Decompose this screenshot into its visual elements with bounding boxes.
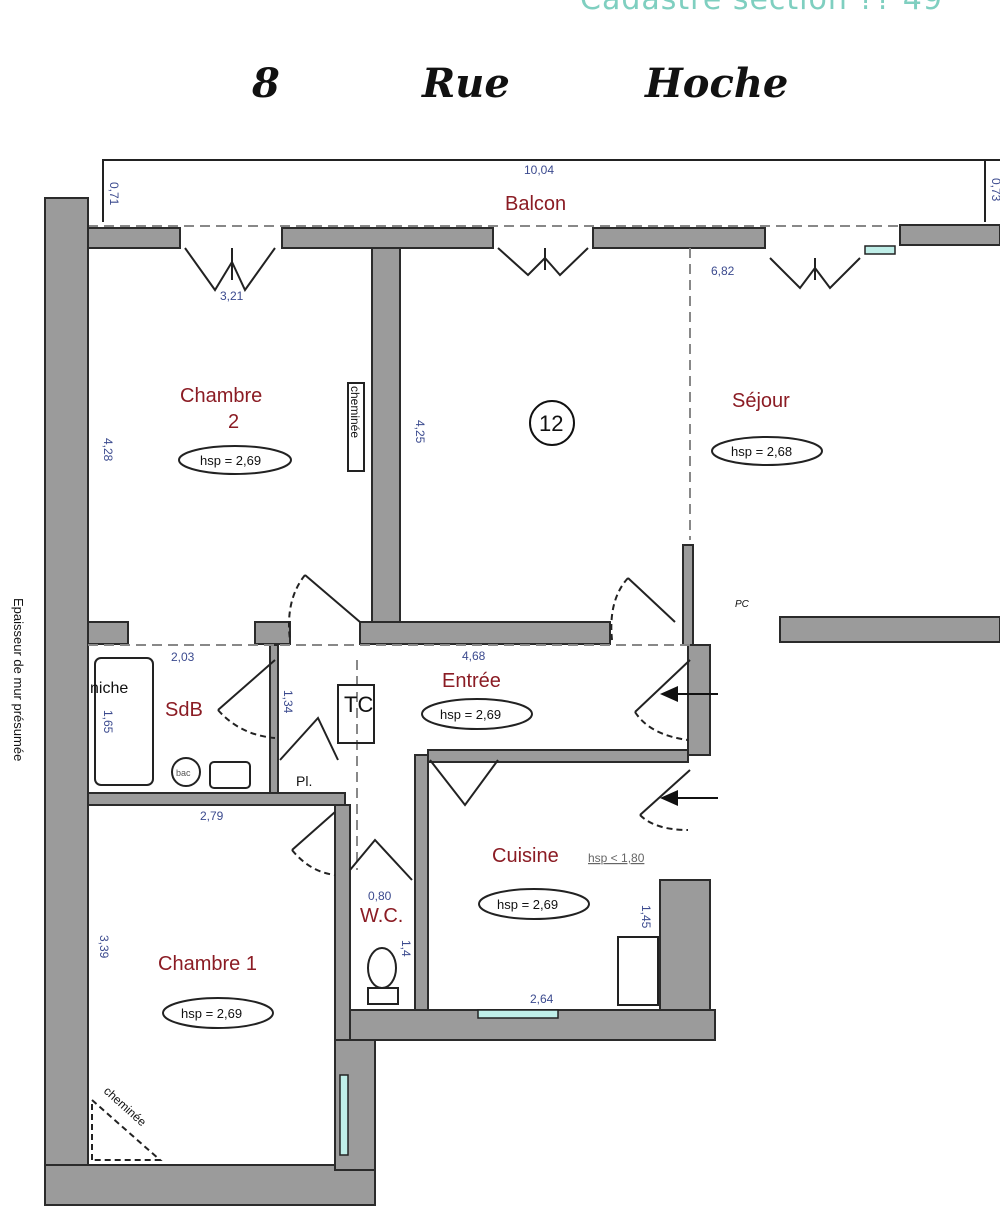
tc-box xyxy=(337,684,375,744)
apartment-number-circle xyxy=(529,400,575,446)
hsp-entree: hsp = 2,69 xyxy=(440,707,501,722)
hsp-oval-cuisine xyxy=(478,888,590,920)
dim-sdb-width: 2,03 xyxy=(171,650,195,664)
cheminee-bottom xyxy=(91,1097,163,1161)
dim-chambre2-depth: 4,28 xyxy=(101,438,115,462)
dim-balcon-depth-left: 0,71 xyxy=(107,182,121,206)
dim-entree-depth: 1,34 xyxy=(281,690,295,714)
pc-label: PC xyxy=(735,599,750,610)
hsp-oval-sejour xyxy=(711,436,823,466)
toilet-icon xyxy=(367,947,397,989)
hsp-oval-entree xyxy=(421,698,533,730)
room-balcon: Balcon xyxy=(505,193,566,215)
bac-shower-icon xyxy=(171,757,201,787)
niche-label: niche xyxy=(90,680,128,697)
cheminee-top-label: cheminée xyxy=(348,386,362,438)
dim-bath-length: 1,65 xyxy=(101,710,115,734)
door-icons xyxy=(184,247,861,881)
room-entree: Entrée xyxy=(442,670,501,692)
street-name: Hoche xyxy=(645,60,789,107)
bac-label: bac xyxy=(176,768,191,778)
hsp-sejour: hsp = 2,68 xyxy=(731,444,792,459)
street-word-rue: Rue xyxy=(422,60,510,107)
apartment-number: 12 xyxy=(539,411,563,436)
room-chambre2: Chambre xyxy=(180,385,262,407)
cuisine-window xyxy=(477,1009,559,1019)
hsp-oval-chambre1 xyxy=(162,997,274,1029)
room-sejour: Séjour xyxy=(732,390,790,412)
stove-sink-icon xyxy=(617,936,659,1006)
entry-arrowhead-icon xyxy=(660,686,678,702)
cadastre-caption: Cadastre section ?? 49 xyxy=(580,0,943,17)
dim-middle-depth: 4,25 xyxy=(413,420,427,444)
walls xyxy=(44,197,1000,1206)
room-chambre1: Chambre 1 xyxy=(158,953,257,975)
placard-label: Pl. xyxy=(296,773,312,789)
kitchen-arrowhead-icon xyxy=(660,790,678,806)
sink-icon xyxy=(209,761,251,789)
dim-balcon-depth-right: 0,73 xyxy=(989,178,1000,202)
dim-chambre2-width: 3,21 xyxy=(220,289,244,303)
chambre1-window xyxy=(339,1074,349,1156)
dim-wc-width: 0,80 xyxy=(368,889,392,903)
balcony-outline xyxy=(102,159,1000,222)
room-sdb: SdB xyxy=(165,699,203,721)
hsp-cuisine-low: hsp < 1,80 xyxy=(588,851,645,865)
cheminee-top xyxy=(347,382,365,472)
hsp-chambre1: hsp = 2,69 xyxy=(181,1006,242,1021)
sejour-window xyxy=(864,245,896,255)
tc-label: TC xyxy=(344,692,373,717)
dim-entree-width: 4,68 xyxy=(462,649,486,663)
dim-chambre1-depth: 3,39 xyxy=(97,935,111,959)
dim-chambre1-width: 2,79 xyxy=(200,809,224,823)
street-number: 8 xyxy=(252,60,280,107)
dim-cuisine-width: 2,64 xyxy=(530,992,554,1006)
hsp-chambre2: hsp = 2,69 xyxy=(200,453,261,468)
dim-cuisine-depth: 1,45 xyxy=(639,905,653,929)
hsp-cuisine: hsp = 2,69 xyxy=(497,897,558,912)
room-wc: W.C. xyxy=(360,905,403,927)
dim-sejour-width: 6,82 xyxy=(711,264,735,278)
room-chambre2-number: 2 xyxy=(228,411,239,433)
wall-thickness-note: Epaisseur de mur présumée xyxy=(11,598,26,761)
toilet-tank-icon xyxy=(367,987,399,1005)
room-cuisine: Cuisine xyxy=(492,845,559,867)
dim-wc-depth: 1,4 xyxy=(399,940,413,957)
dim-balcon-width: 10,04 xyxy=(524,163,554,177)
bathtub-icon xyxy=(94,657,154,786)
cheminee-bottom-label: cheminée xyxy=(101,1084,149,1129)
hsp-oval-chambre2 xyxy=(178,445,292,475)
